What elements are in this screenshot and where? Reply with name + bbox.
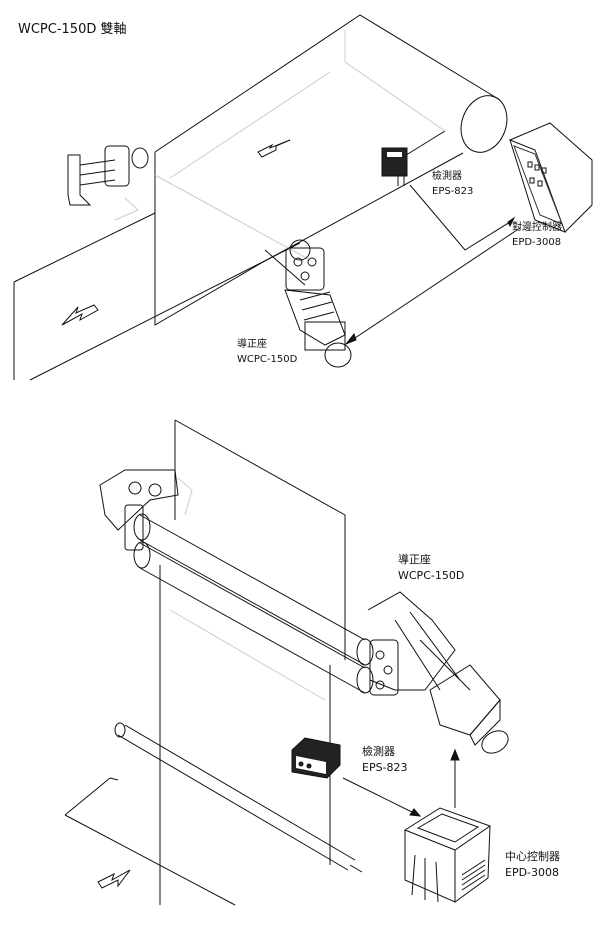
bottom-controller-device xyxy=(403,807,492,903)
top-sensor-label: 檢測器 EPS-823 xyxy=(432,171,474,197)
vertical-sheet xyxy=(174,419,346,660)
top-web-path xyxy=(13,14,593,381)
back-sheet xyxy=(154,152,264,326)
upper-belt-edge xyxy=(154,14,501,153)
left-guider-unit xyxy=(67,145,149,221)
right-guider-unit xyxy=(284,239,352,368)
top-roller-end xyxy=(460,95,508,153)
web-direction-arrow xyxy=(257,139,291,158)
bottom-web-path xyxy=(64,419,509,906)
bottom-sensor-device xyxy=(291,737,341,779)
signal-line xyxy=(351,227,521,341)
right-guider-unit xyxy=(367,591,509,754)
lower-belt-edge xyxy=(262,152,464,263)
web-direction-arrow xyxy=(61,304,99,326)
bottom-sensor-label: 檢測器 EPS-823 xyxy=(362,745,408,774)
bottom-guider-label: 導正座 WCPC-150D xyxy=(398,553,465,582)
hanging-sheet xyxy=(159,565,331,905)
floor-sheet xyxy=(64,777,236,906)
signal-line xyxy=(409,184,511,251)
diagram-title: WCPC-150D 雙軸 xyxy=(18,22,127,37)
bottom-controller-label: 中心控制器 EPD-3008 xyxy=(505,850,560,879)
signal-line xyxy=(342,777,419,816)
upper-left-guider-unit xyxy=(99,469,193,551)
web-direction-arrow xyxy=(97,869,131,889)
top-controller-device xyxy=(509,122,593,233)
upper-roller xyxy=(139,514,366,666)
lower-roller xyxy=(139,542,366,694)
floor-roller xyxy=(117,724,356,871)
top-controller-label: 對邊控制器 EPD-3008 xyxy=(512,222,562,248)
top-sensor-device xyxy=(381,147,408,186)
top-guider-label: 導正座 WCPC-150D xyxy=(237,339,298,365)
